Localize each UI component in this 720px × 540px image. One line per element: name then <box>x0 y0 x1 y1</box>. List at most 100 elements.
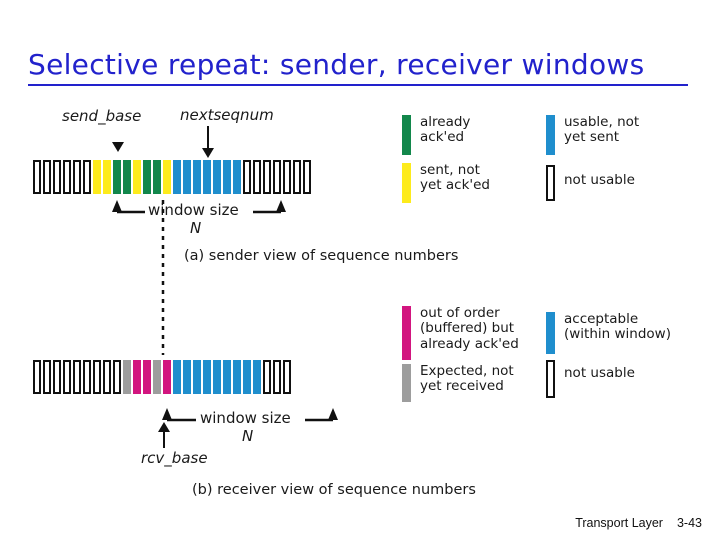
sender-cell-14 <box>173 160 181 194</box>
legend-swatch-empty-icon <box>546 165 555 201</box>
receiver-cell-25 <box>283 360 291 394</box>
sender-cell-21 <box>243 160 251 194</box>
receiver-cell-9 <box>123 360 131 394</box>
sender-cell-5 <box>83 160 91 194</box>
receiver-cell-22 <box>253 360 261 394</box>
legend-label-sent-not-yet-acked: sent, not yet ack'ed <box>420 162 490 194</box>
send-base-label: send_base <box>62 107 142 125</box>
sender-cell-23 <box>263 160 271 194</box>
rcv-base-label: rcv_base <box>141 449 208 467</box>
receiver-cell-2 <box>53 360 61 394</box>
sender-cell-15 <box>183 160 191 194</box>
sender-cell-16 <box>193 160 201 194</box>
receiver-cell-6 <box>93 360 101 394</box>
legend-swatch-empty-receiver-icon <box>546 360 555 398</box>
legend-label-not-usable-receiver: not usable <box>564 365 635 381</box>
sender-cell-24 <box>273 160 281 194</box>
receiver-cell-1 <box>43 360 51 394</box>
sender-sequence-strip <box>33 160 311 194</box>
rcv-base-arrow-head-icon <box>158 422 170 432</box>
sender-cell-10 <box>133 160 141 194</box>
receiver-cell-18 <box>213 360 221 394</box>
sender-cell-20 <box>233 160 241 194</box>
receiver-cell-23 <box>263 360 271 394</box>
sender-bracket-right-arrow-icon <box>276 200 286 212</box>
receiver-cell-20 <box>233 360 241 394</box>
legend-label-expected-not-yet-received: Expected, not yet received <box>420 363 514 395</box>
receiver-cell-3 <box>63 360 71 394</box>
sender-cell-4 <box>73 160 81 194</box>
sender-cell-17 <box>203 160 211 194</box>
receiver-cell-7 <box>103 360 111 394</box>
receiver-cell-10 <box>133 360 141 394</box>
sender-cell-0 <box>33 160 41 194</box>
legend-swatch-blue-receiver-icon <box>546 312 555 354</box>
sender-cell-9 <box>123 160 131 194</box>
receiver-cell-24 <box>273 360 281 394</box>
legend-label-not-usable-sender: not usable <box>564 172 635 188</box>
legend-swatch-yellow-icon <box>402 163 411 203</box>
legend-swatch-gray-icon <box>402 364 411 402</box>
legend-label-acceptable-within-window: acceptable (within window) <box>564 311 671 343</box>
receiver-cell-8 <box>113 360 121 394</box>
sender-cell-12 <box>153 160 161 194</box>
page-title: Selective repeat: sender, receiver windo… <box>28 48 688 86</box>
nextseqnum-label: nextseqnum <box>180 106 274 124</box>
receiver-cell-17 <box>203 360 211 394</box>
sender-cell-25 <box>283 160 291 194</box>
sender-cell-11 <box>143 160 151 194</box>
sender-cell-6 <box>93 160 101 194</box>
send-base-marker-icon <box>112 142 124 152</box>
sender-window-size-n: N <box>190 219 202 237</box>
receiver-cell-16 <box>193 360 201 394</box>
receiver-cell-15 <box>183 360 191 394</box>
sender-cell-18 <box>213 160 221 194</box>
receiver-cell-14 <box>173 360 181 394</box>
receiver-window-size-label: window size <box>200 409 291 427</box>
receiver-window-size-n: N <box>242 427 254 445</box>
sender-cell-27 <box>303 160 311 194</box>
receiver-bracket-left-arrow-icon <box>162 408 172 420</box>
legend-swatch-blue-icon <box>546 115 555 155</box>
legend-item-not-usable-receiver: not usable <box>546 360 635 400</box>
receiver-cell-11 <box>143 360 151 394</box>
legend-item-expected-not-yet-received: Expected, not yet received <box>402 363 514 404</box>
sender-caption: (a) sender view of sequence numbers <box>184 248 459 264</box>
receiver-caption: (b) receiver view of sequence numbers <box>192 482 476 498</box>
sender-cell-22 <box>253 160 261 194</box>
footer: Transport Layer 3-43 <box>575 516 702 530</box>
sender-cell-3 <box>63 160 71 194</box>
sender-cell-13 <box>163 160 171 194</box>
legend-item-not-usable-sender: not usable <box>546 165 635 207</box>
sender-cell-1 <box>43 160 51 194</box>
legend-swatch-magenta-icon <box>402 306 411 360</box>
receiver-cell-13 <box>163 360 171 394</box>
legend-label-out-of-order-buffered: out of order (buffered) but already ack'… <box>420 305 519 352</box>
legend-item-out-of-order-buffered: out of order (buffered) but already ack'… <box>402 305 519 362</box>
receiver-bracket-right-arrow-icon <box>328 408 338 420</box>
legend-label-usable-not-yet-sent: usable, not yet sent <box>564 114 640 146</box>
sender-cell-26 <box>293 160 301 194</box>
receiver-cell-19 <box>223 360 231 394</box>
legend-item-acceptable-within-window: acceptable (within window) <box>546 311 671 356</box>
receiver-sequence-strip <box>33 360 291 394</box>
legend-swatch-green-icon <box>402 115 411 155</box>
sender-cell-19 <box>223 160 231 194</box>
sender-cell-8 <box>113 160 121 194</box>
legend-label-already-acked: already ack'ed <box>420 114 471 146</box>
receiver-cell-0 <box>33 360 41 394</box>
receiver-cell-5 <box>83 360 91 394</box>
receiver-cell-4 <box>73 360 81 394</box>
sender-window-size-label: window size <box>148 201 239 219</box>
legend-item-already-acked: already ack'ed <box>402 114 471 157</box>
sender-bracket-left-arrow-icon <box>112 200 122 212</box>
receiver-cell-21 <box>243 360 251 394</box>
footer-page-number: 3-43 <box>676 516 702 530</box>
legend-item-usable-not-yet-sent: usable, not yet sent <box>546 114 640 157</box>
sender-cell-2 <box>53 160 61 194</box>
footer-label: Transport Layer <box>575 516 663 530</box>
receiver-cell-12 <box>153 360 161 394</box>
legend-item-sent-not-yet-acked: sent, not yet ack'ed <box>402 162 490 205</box>
sender-cell-7 <box>103 160 111 194</box>
nextseqnum-arrow-head-icon <box>202 148 214 158</box>
